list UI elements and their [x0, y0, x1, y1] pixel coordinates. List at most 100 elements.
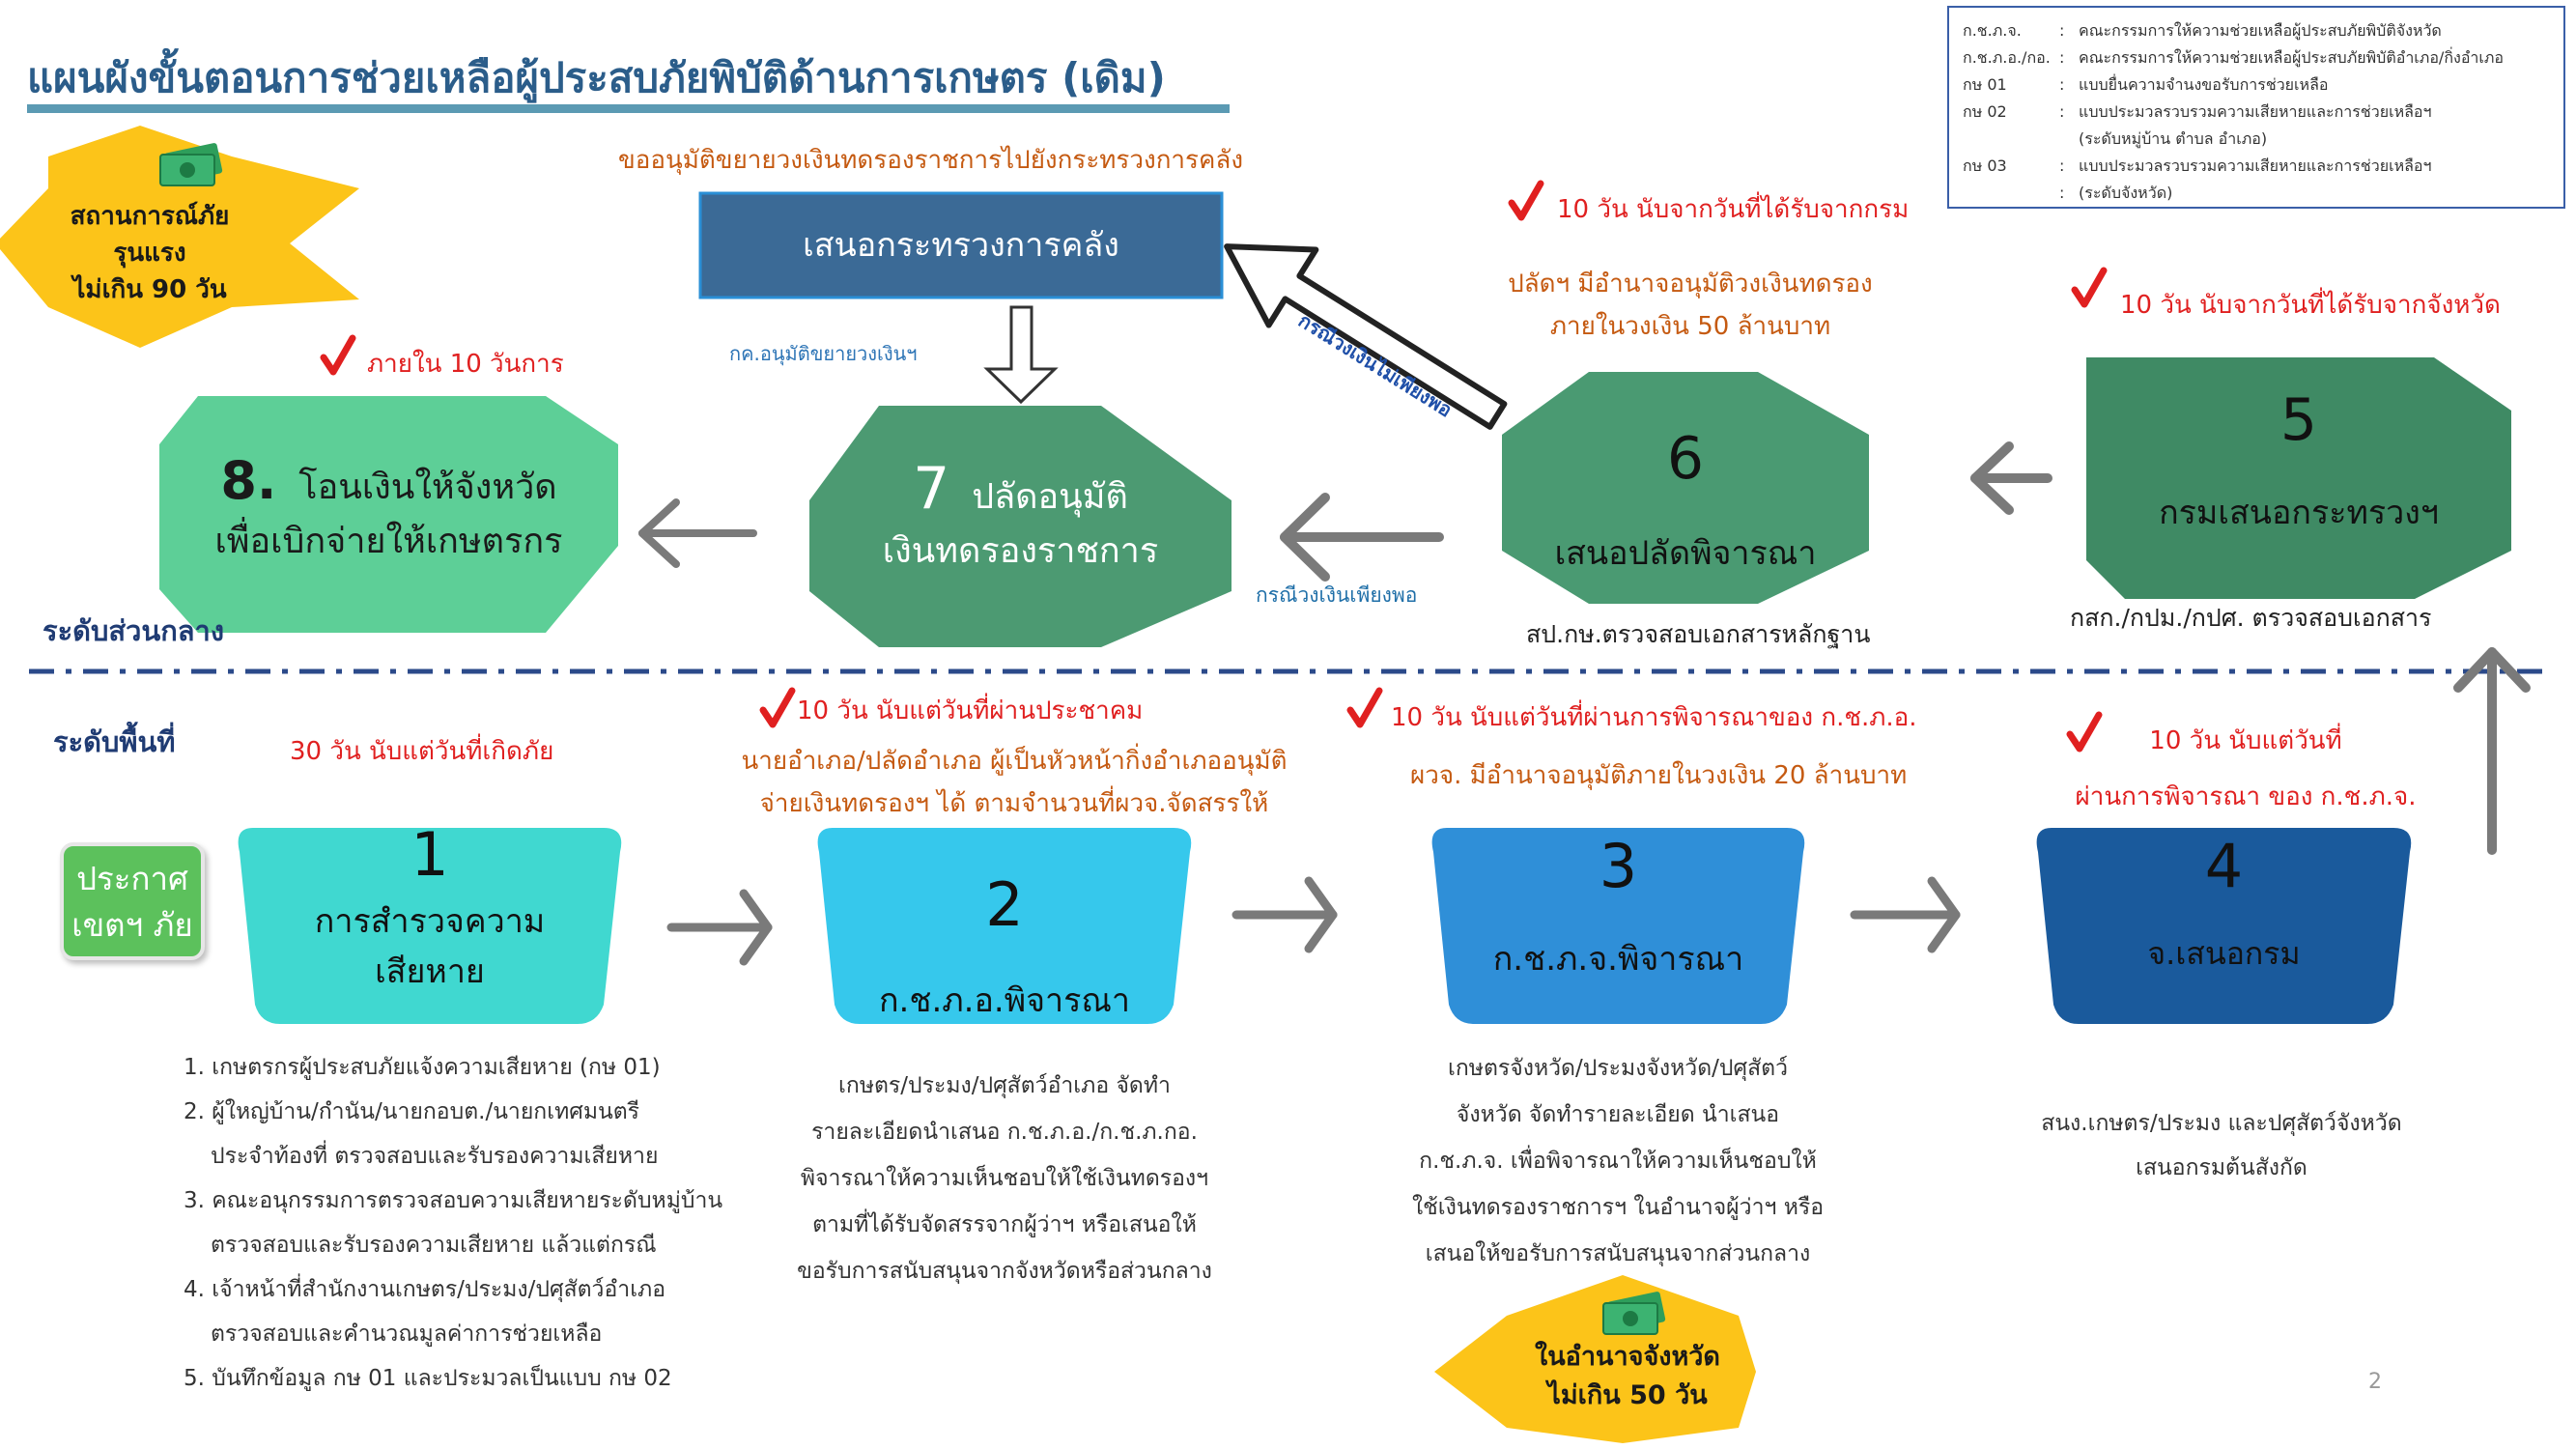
legend-row: กษ 01: แบบยื่นความจำนงขอรับการช่วยเหลือ — [1963, 73, 2328, 98]
days-after-province-line: 10 วัน นับแต่วันที่ — [2149, 726, 2342, 755]
step1-number: 1 — [410, 819, 449, 890]
days-from-dept: 10 วัน นับจากวันที่ได้รับจากกรม — [1557, 195, 1910, 224]
legend-value: (ระดับหมู่บ้าน ตำบล อำเภอ) — [2079, 129, 2268, 148]
step4-notes: สนง.เกษตร/ประมง และปศุสัตว์จังหวัด เสนอก… — [1990, 1101, 2453, 1190]
mof-box — [698, 191, 1224, 299]
legend-key: กษ 02 — [1963, 102, 2007, 121]
legend-key: กษ 01 — [1963, 75, 2007, 94]
badge-severe-star — [0, 126, 359, 348]
days-meeting: 10 วัน นับแต่วันที่ผ่านประชาคม — [797, 696, 1144, 725]
title-underline — [27, 104, 1230, 113]
money-icon — [1602, 1292, 1666, 1335]
note-line: เสนอให้ขอรับการสนับสนุนจากส่วนกลาง — [1425, 1241, 1811, 1266]
step5-label: กรมเสนอกระทรวงฯ — [2159, 494, 2439, 532]
note-line: 3. คณะอนุกรรมการตรวจสอบความเสียหายระดับห… — [184, 1188, 723, 1213]
cabinet-note: กค.อนุมัติขยายวงเงินฯ — [729, 342, 918, 365]
arrow-step1-to-step2 — [666, 889, 773, 966]
badge-line: ไม่เกิน 50 วัน — [1547, 1380, 1708, 1410]
sufficient-label: กรณีวงเงินเพียงพอ — [1256, 583, 1418, 607]
money-icon — [159, 143, 223, 186]
legend-box: ก.ช.ภ.จ.: คณะกรรมการให้ความช่วยเหลือผู้ปร… — [1947, 6, 2565, 209]
step8-line: โอนเงินให้จังหวัด — [298, 468, 557, 507]
legend-row: กษ 03: แบบประมวลรวบรวมความเสียหายและการช่… — [1963, 155, 2432, 179]
request-extension-label: ขออนุมัติขยายวงเงินทดรองราชการไปยังกระทร… — [618, 146, 1244, 175]
legend-key: ก.ช.ภ.อ./กอ. — [1963, 48, 2051, 67]
note-line: จังหวัด จัดทำรายละเอียด นำเสนอ — [1456, 1102, 1780, 1127]
legend-value: คณะกรรมการให้ความช่วยเหลือผู้ประสบภัยพิบ… — [2079, 21, 2442, 40]
note-line: 5. บันทึกข้อมูล กษ 01 และประมวลเป็นแบบ ก… — [184, 1366, 672, 1391]
note-line: ก.ช.ภ.จ. เพื่อพิจารณาให้ความเห็นชอบให้ — [1419, 1149, 1817, 1174]
district-note: นายอำเภอ/ปลัดอำเภอ ผู้เป็นหัวหน้ากิ่งอำเ… — [676, 740, 1352, 825]
step5-shape — [2086, 357, 2511, 599]
note-line: ประจำท้องที่ ตรวจสอบและรับรองความเสียหาย — [211, 1144, 659, 1169]
legend-value: แบบยื่นความจำนงขอรับการช่วยเหลือ — [2079, 75, 2329, 94]
step3-notes: เกษตรจังหวัด/ประมงจังหวัด/ปศุสัตว์ จังหว… — [1381, 1045, 1854, 1277]
step1-shape — [238, 828, 622, 1024]
announce-line: เขตฯ ภัย — [71, 906, 193, 944]
arrow-step4-to-step5 — [2453, 647, 2531, 855]
step2-notes: เกษตร/ประมง/ปศุสัตว์อำเภอ จัดทำ รายละเอี… — [763, 1063, 1246, 1294]
permsec-authority-line: ภายในวงเงิน 50 ล้านบาท — [1549, 312, 1831, 341]
legend-key: ก.ช.ภ.จ. — [1963, 21, 2022, 40]
step2-shape — [817, 828, 1192, 1024]
announce-line: ประกาศ — [76, 860, 188, 897]
note-line: ตรวจสอบและรับรองความเสียหาย แล้วแต่กรณี — [211, 1233, 657, 1258]
governor-authority: ผวจ. มีอำนาจอนุมัติภายในวงเงิน 20 ล้านบา… — [1410, 761, 1908, 790]
announce-disaster-zone: ประกาศ เขตฯ ภัย — [60, 842, 205, 960]
badge-severe: สถานการณ์ภัยรุนแรง ไม่เกิน 90 วัน — [58, 198, 241, 308]
arrow-step3-to-step4 — [1850, 876, 1961, 953]
permsec-authority: ปลัดฯ มีอำนาจอนุมัติวงเงินทดรอง ภายในวงเ… — [1487, 263, 1893, 348]
legend-colon: : — [2059, 75, 2065, 94]
badge-line: สถานการณ์ภัยรุนแรง — [70, 202, 230, 268]
note-line: 1. เกษตรกรผู้ประสบภัยแจ้งความเสียหาย (กษ… — [184, 1055, 661, 1080]
note-line: เกษตร/ประมง/ปศุสัตว์อำเภอ จัดทำ — [838, 1073, 1171, 1098]
page-number: 2 — [2368, 1370, 2382, 1394]
badge-line: ไม่เกิน 90 วัน — [72, 275, 227, 304]
legend-value: แบบประมวลรวบรวมความเสียหายและการช่วยเหลื… — [2079, 102, 2432, 121]
legend-key: กษ 03 — [1963, 156, 2007, 175]
note-line: ตามที่ได้รับจัดสรรจากผู้ว่าฯ หรือเสนอให้ — [812, 1212, 1197, 1237]
days-after-province-line: ผ่านการพิจารณา ของ ก.ช.ภ.จ. — [2075, 782, 2417, 811]
step4-number: 4 — [2204, 831, 2244, 901]
step7-line: เงินทดรองราชการ — [882, 531, 1159, 571]
check-icon — [2066, 711, 2103, 753]
step7-line: ปลัดอนุมัติ — [972, 477, 1128, 517]
step3-number: 3 — [1599, 831, 1638, 901]
check-icon — [320, 334, 356, 376]
note-line: ขอรับการสนับสนุนจากจังหวัดหรือส่วนกลาง — [797, 1259, 1212, 1284]
legend-value: คณะกรรมการให้ความช่วยเหลือผู้ประสบภัยพิบ… — [2079, 48, 2505, 67]
arrow-step6-to-mof — [1224, 243, 1508, 430]
step6-number: 6 — [1666, 425, 1705, 493]
legend-value: (ระดับจังหวัด) — [2079, 184, 2173, 202]
legend-colon: : — [2059, 156, 2065, 175]
step8-shape — [159, 396, 618, 633]
legend-row: ก.ช.ภ.จ.:คณะกรรมการให้ความช่วยเหลือผู้ปร… — [1963, 19, 2442, 43]
permsec-authority-line: ปลัดฯ มีอำนาจอนุมัติวงเงินทดรอง — [1508, 270, 1873, 298]
step5-number: 5 — [2279, 386, 2318, 454]
step1-notes: 1. เกษตรกรผู้ประสบภัยแจ้งความเสียหาย (กษ… — [184, 1045, 722, 1401]
step5-note: กสก./กปม./กปศ. ตรวจสอบเอกสาร — [2070, 604, 2432, 632]
step3-label: ก.ช.ภ.จ.พิจารณา — [1492, 940, 1744, 979]
step7-number: 7 — [913, 455, 950, 523]
step8-number: 8. — [220, 450, 277, 511]
days-after-province: 10 วัน นับแต่วันที่ ผ่านการพิจารณา ของ ก… — [2019, 713, 2473, 825]
note-line: 4. เจ้าหน้าที่สำนักงานเกษตร/ประมง/ปศุสัต… — [184, 1277, 666, 1302]
step7-shape — [809, 406, 1231, 647]
step1-line: การสำรวจความ — [314, 902, 546, 941]
within-10-days: ภายใน 10 วันการ — [367, 350, 564, 379]
arrow-step6-to-step5 — [1970, 441, 2052, 515]
note-line: รายละเอียดนำเสนอ ก.ช.ภ.อ./ก.ช.ภ.กอ. — [811, 1120, 1198, 1145]
note-line: เสนอกรมต้นสังกัด — [2136, 1155, 2307, 1180]
mof-label: เสนอกระทรวงการคลัง — [803, 226, 1119, 265]
arrow-mof-to-step7 — [983, 305, 1059, 405]
check-icon — [2071, 267, 2108, 308]
step8-content: 8. โอนเงินให้จังหวัด เพื่อเบิกจ่ายให้เกษ… — [159, 454, 618, 569]
badge-province: ในอำนาจจังหวัด ไม่เกิน 50 วัน — [1492, 1338, 1763, 1415]
check-icon — [1346, 687, 1383, 728]
legend-colon: : — [2059, 184, 2065, 202]
check-icon — [1508, 180, 1544, 221]
step4-label: จ.เสนอกรม — [2147, 935, 2301, 972]
note-line: สนง.เกษตร/ประมง และปศุสัตว์จังหวัด — [2041, 1111, 2402, 1136]
legend-value: แบบประมวลรวบรวมความเสียหายและการช่วยเหลื… — [2079, 156, 2432, 175]
